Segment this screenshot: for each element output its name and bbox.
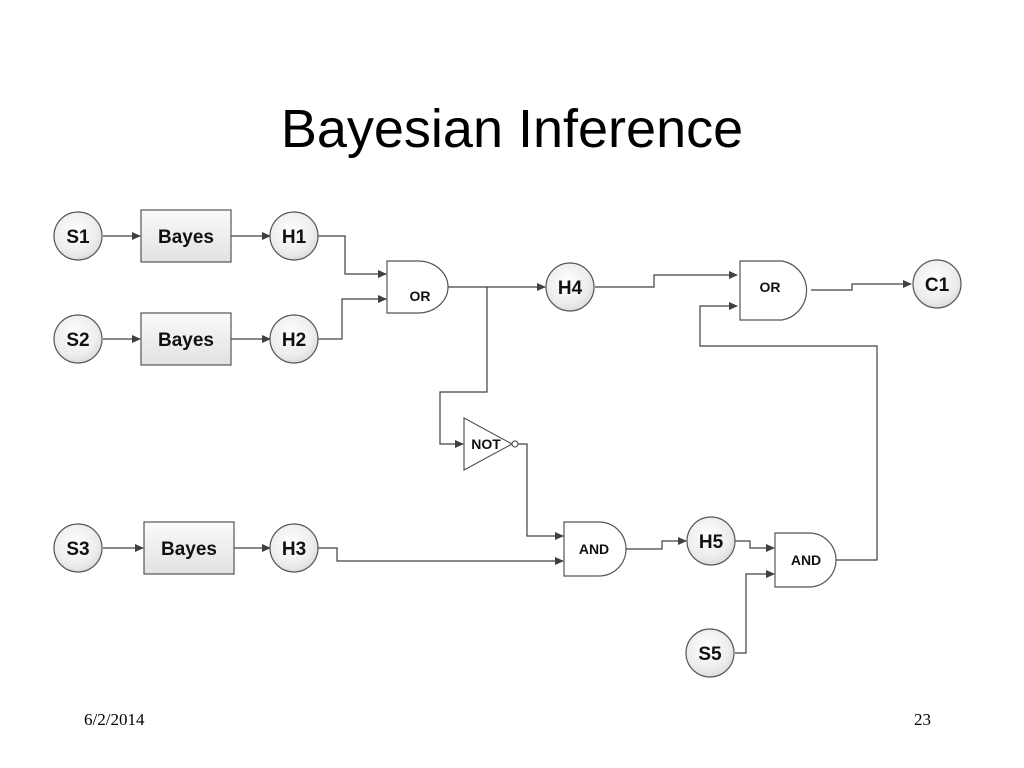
and-gate-2-label: AND [791, 552, 821, 568]
bayes-box-1-label: Bayes [158, 227, 214, 248]
wire-h5-and2 [735, 540, 775, 552]
or-gate-1-label: OR [410, 288, 431, 304]
footer-date: 6/2/2014 [84, 710, 145, 729]
bayes-box-1: Bayes [140, 209, 232, 263]
wire-s5-and2 [735, 570, 775, 654]
node-s5-label: S5 [698, 644, 722, 665]
node-h3-label: H3 [282, 539, 306, 560]
not-gate-label: NOT [471, 436, 501, 452]
node-h4: H4 [545, 262, 595, 312]
node-h2-label: H2 [282, 330, 306, 351]
node-s1-label: S1 [66, 227, 90, 248]
wire-or2-c1 [811, 280, 912, 291]
and-gate-2: AND [774, 532, 837, 588]
node-s5: S5 [685, 628, 735, 678]
or-gate-1: OR [386, 260, 449, 314]
node-s3-label: S3 [66, 539, 89, 560]
node-h5-label: H5 [699, 532, 724, 553]
not-gate: NOT [463, 416, 519, 472]
and-gate-1-label: AND [579, 541, 609, 557]
slide-title: Bayesian Inference [280, 99, 744, 159]
node-c1-label: C1 [925, 275, 950, 296]
wire-and1-h5 [626, 537, 687, 550]
wire-or1-not [439, 287, 488, 448]
wire-not-and1 [518, 443, 564, 540]
or-gate-2: OR [739, 260, 808, 321]
bayes-box-2-label: Bayes [158, 330, 214, 351]
node-h4-label: H4 [558, 278, 583, 299]
wire-h1-or1 [318, 235, 387, 278]
or-gate-2-label: OR [760, 279, 781, 295]
node-c1: C1 [912, 259, 962, 309]
bayes-box-2: Bayes [140, 312, 232, 366]
node-h2: H2 [269, 314, 319, 364]
wire-h2-or1 [318, 295, 387, 340]
node-h5: H5 [686, 516, 736, 566]
bayes-box-3-label: Bayes [161, 539, 217, 560]
wire-h4-or2 [595, 271, 738, 288]
page-number: 23 [914, 710, 931, 729]
wire-h3-and1 [318, 547, 564, 565]
node-h3: H3 [269, 523, 319, 573]
node-s1: S1 [53, 211, 103, 261]
node-s2: S2 [53, 314, 103, 364]
bayes-box-3: Bayes [143, 521, 235, 575]
wire-and2-or2 [699, 302, 878, 561]
node-h1: H1 [269, 211, 319, 261]
node-s2-label: S2 [66, 330, 89, 351]
node-h1-label: H1 [282, 227, 307, 248]
node-s3: S3 [53, 523, 103, 573]
and-gate-1: AND [563, 521, 627, 577]
